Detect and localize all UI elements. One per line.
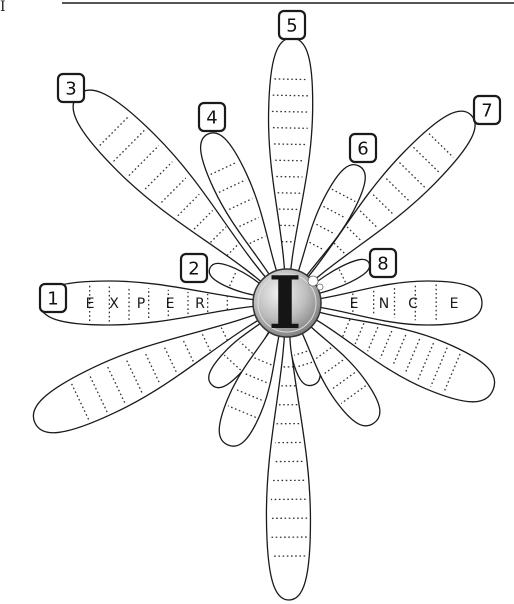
petal-number-6: 6 bbox=[350, 134, 376, 162]
word-letter-left-2: X bbox=[109, 296, 119, 312]
svg-text:2: 2 bbox=[188, 259, 199, 280]
svg-text:1: 1 bbox=[47, 289, 58, 310]
center-highlight bbox=[308, 276, 318, 286]
petal-number-4: 4 bbox=[199, 103, 225, 131]
petal-number-1: 1 bbox=[40, 284, 66, 312]
word-letter-right-3: C bbox=[408, 296, 418, 312]
petal-number-3: 3 bbox=[58, 74, 84, 102]
word-letter-left-5: R bbox=[195, 296, 205, 312]
svg-text:6: 6 bbox=[357, 139, 368, 160]
petal-number-5: 5 bbox=[279, 11, 305, 39]
svg-text:3: 3 bbox=[65, 79, 76, 100]
word-letter-right-1: E bbox=[350, 296, 359, 312]
word-letter-right-2: N bbox=[379, 296, 389, 312]
svg-text:8: 8 bbox=[377, 254, 388, 275]
word-letter-right-4: E bbox=[450, 296, 459, 312]
center-letter: I bbox=[268, 260, 302, 345]
petal-number-8: 8 bbox=[370, 249, 396, 277]
petal-number-7: 7 bbox=[474, 96, 500, 124]
svg-text:4: 4 bbox=[206, 108, 217, 129]
petal-number-2: 2 bbox=[181, 254, 207, 282]
word-letter-left-3: P bbox=[137, 296, 145, 312]
word-letter-left-4: E bbox=[166, 296, 175, 312]
svg-text:7: 7 bbox=[481, 101, 492, 122]
svg-text:5: 5 bbox=[286, 16, 297, 37]
word-letter-left-1: E bbox=[86, 296, 95, 312]
